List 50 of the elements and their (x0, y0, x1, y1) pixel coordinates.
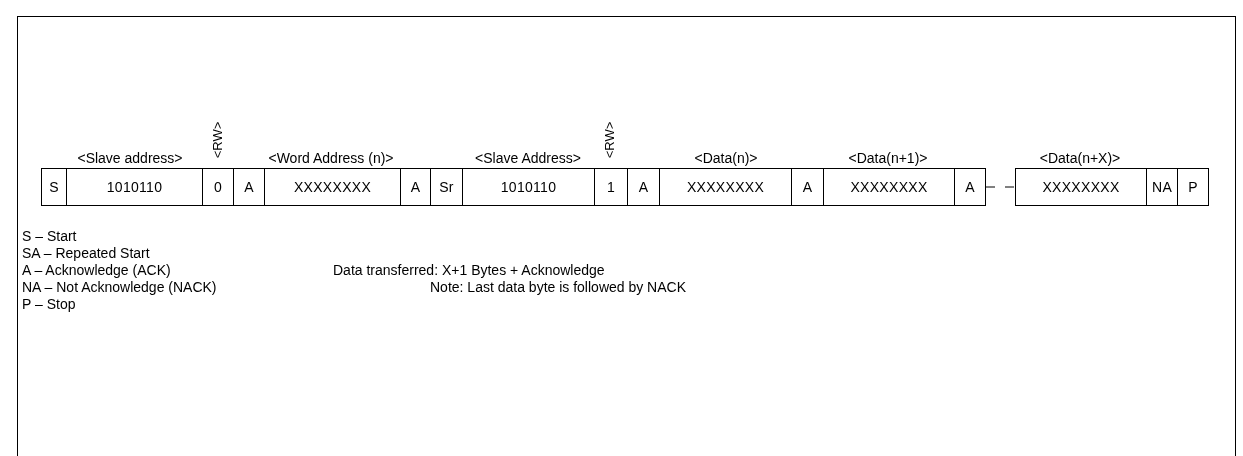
bit-field-cell (791, 168, 824, 206)
bit-field-cell (400, 168, 431, 206)
cell-label: A (410, 179, 421, 195)
field-label: <Word Address (n)> (268, 150, 394, 166)
legend-note: S – Start (22, 228, 77, 244)
legend-note: Data transferred: X+1 Bytes + Acknowledge (333, 262, 605, 278)
field-label: <Data(n+1)> (848, 150, 928, 166)
bit-field-cell (1015, 168, 1147, 206)
bit-field-cell (823, 168, 955, 206)
cell-label: A (638, 179, 649, 195)
legend-note: P – Stop (22, 296, 76, 312)
legend-note: NA – Not Acknowledge (NACK) (22, 279, 217, 295)
cell-label: 1010110 (500, 179, 557, 195)
bit-field-cell (627, 168, 660, 206)
bit-field-cell (594, 168, 628, 206)
cell-label: 1 (606, 179, 616, 195)
cell-label: XXXXXXXX (686, 179, 765, 195)
field-label: <RW> (603, 121, 617, 159)
cell-label: Sr (439, 179, 454, 195)
cell-label: S (49, 179, 59, 195)
bit-field-cell (954, 168, 986, 206)
field-label: <RW> (211, 121, 225, 159)
bit-field-cell (41, 168, 67, 206)
cell-label: A (244, 179, 254, 195)
bit-field-cell (233, 168, 265, 206)
legend-note: Note: Last data byte is followed by NACK (430, 279, 687, 295)
field-label: <Data(n)> (694, 150, 758, 166)
cell-label: NA (1151, 179, 1173, 195)
bit-field-cell (659, 168, 792, 206)
bit-field-cell (66, 168, 203, 206)
bit-field-cell (430, 168, 463, 206)
field-label: <Data(n+X)> (1039, 150, 1121, 166)
bit-field-cell (202, 168, 234, 206)
field-label: <Slave address> (77, 150, 183, 166)
bit-field-cell (1177, 168, 1209, 206)
cell-label: A (802, 179, 813, 195)
field-label: <Slave Address> (475, 150, 581, 166)
cell-label: 1010110 (106, 179, 163, 195)
bit-field-cell (264, 168, 401, 206)
bit-field-cell (1146, 168, 1178, 206)
legend-note: A – Acknowledge (ACK) (22, 262, 171, 278)
dashed-connector (984, 186, 1015, 188)
cell-label: XXXXXXXX (850, 179, 928, 195)
cell-label: A (965, 179, 975, 195)
cell-label: 0 (213, 179, 223, 195)
cell-label: XXXXXXXX (1042, 179, 1120, 195)
legend-note: SA – Repeated Start (22, 245, 150, 261)
cell-label: XXXXXXXX (293, 179, 372, 195)
cell-label: P (1188, 179, 1198, 195)
bit-field-cell (462, 168, 595, 206)
